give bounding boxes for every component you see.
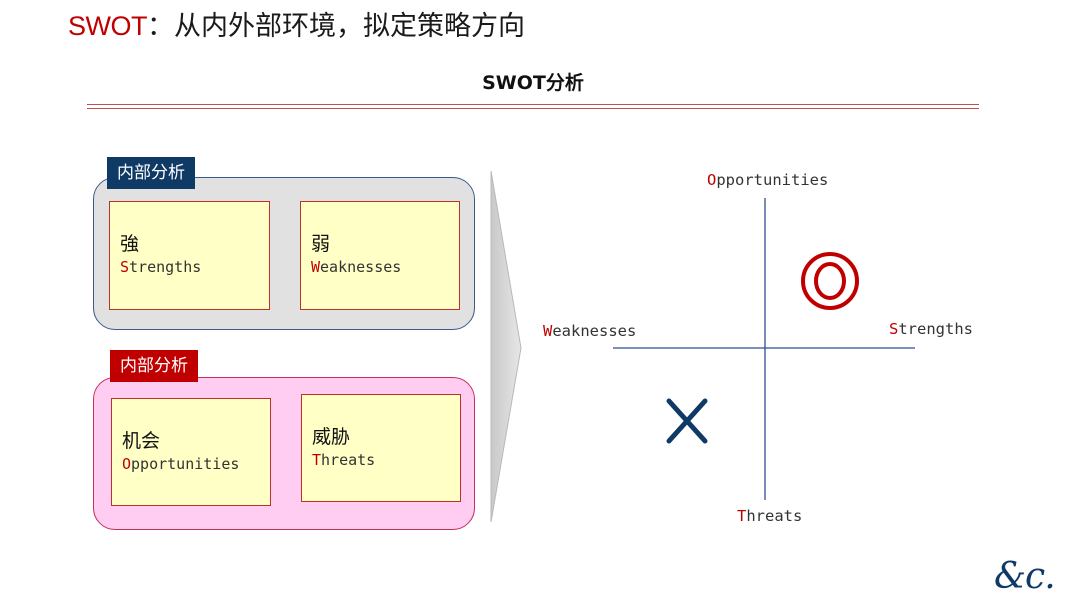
chevron-arrow-icon [490, 170, 522, 523]
slide-title-rest: ：从内外部环境，拟定策略方向 [147, 11, 525, 42]
strengths-en: Strengths [120, 258, 202, 276]
cross-icon [666, 398, 708, 444]
opportunities-zh: 机会 [122, 430, 161, 452]
weaknesses-zh: 弱 [311, 233, 331, 255]
double-circle-icon [801, 252, 859, 310]
threats-en: Threats [312, 451, 376, 469]
weaknesses-en: Weaknesses [311, 258, 402, 276]
weaknesses-card: 弱 Weaknesses [300, 201, 460, 310]
slide-title: SWOT：从内外部环境，拟定策略方向 [68, 8, 525, 45]
internal-analysis-tag: 内部分析 [107, 157, 195, 189]
axis-label-left: Weaknesses [543, 322, 637, 340]
opportunities-en: Opportunities [122, 455, 240, 473]
strengths-zh: 強 [120, 233, 140, 255]
threats-zh: 威胁 [312, 426, 351, 448]
opportunities-card: 机会 Opportunities [111, 398, 271, 506]
section-subtitle: SWOT分析 [482, 72, 584, 94]
axis-label-top: Opportunities [707, 171, 829, 189]
strengths-card: 強 Strengths [109, 201, 270, 310]
external-analysis-tag: 内部分析 [110, 350, 198, 382]
slide-title-accent: SWOT [68, 11, 148, 41]
brand-logo: &c. [994, 556, 1056, 597]
axis-label-right: Strengths [889, 320, 973, 338]
divider-bottom [87, 108, 979, 109]
axis-label-bottom: Threats [737, 507, 803, 525]
divider-top [87, 104, 979, 105]
swot-matrix-axes [613, 198, 915, 500]
threats-card: 威胁 Threats [301, 394, 461, 502]
